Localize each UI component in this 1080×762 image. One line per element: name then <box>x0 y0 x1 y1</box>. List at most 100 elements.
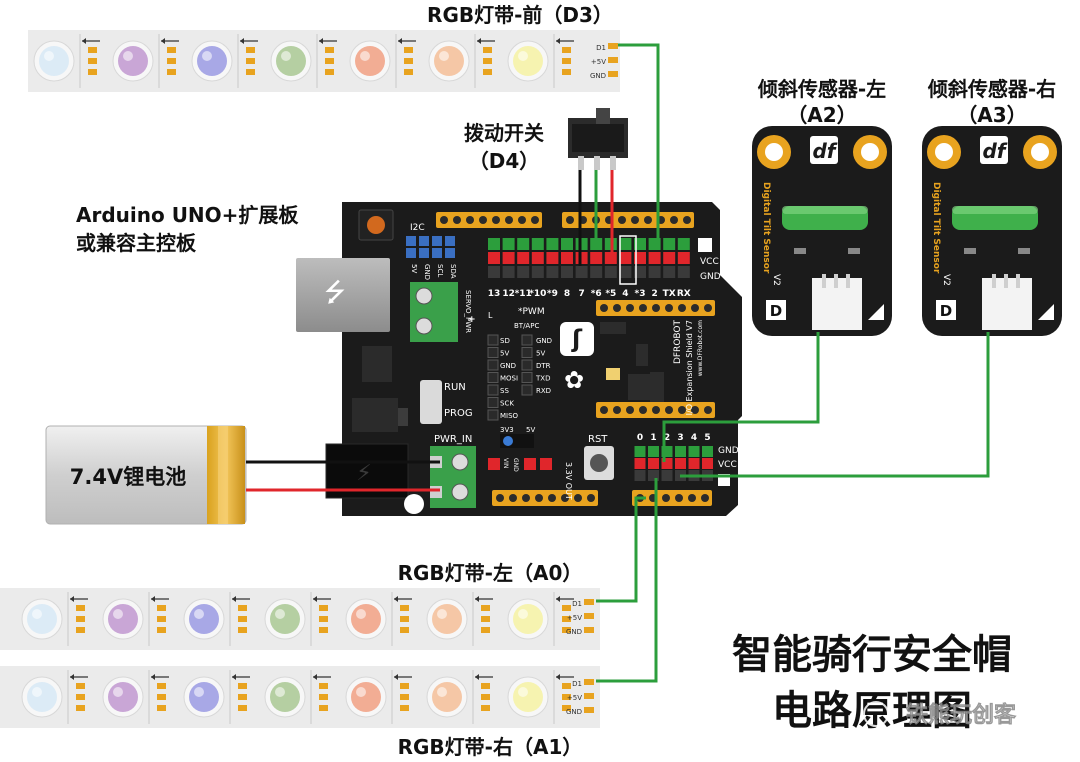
rail-vcc: VCC <box>700 257 719 267</box>
label-strip-left: RGB灯带-左（A0） <box>398 561 583 585</box>
analog-pin-label: 5 <box>704 433 710 443</box>
led-color <box>513 46 543 76</box>
analog-pin-label: 4 <box>691 433 697 443</box>
analog-pin-label: 2 <box>664 433 670 443</box>
brand-label: DFROBOT <box>673 320 683 365</box>
led-color <box>432 604 462 634</box>
i2c-pin-label: SCL <box>436 264 444 277</box>
led-color <box>27 682 57 712</box>
bt-pin-label: 5V <box>536 350 545 358</box>
bt-apc-label: BT/APC <box>514 322 539 330</box>
strip-pin-label: D1 <box>572 600 582 608</box>
3v3-label: 3V3 <box>500 426 514 434</box>
label-strip-front: RGB灯带-前（D3） <box>427 3 613 27</box>
i2c-pin-label: GND <box>423 264 431 280</box>
top-gold-header <box>436 212 694 228</box>
spi-pin-label: SD <box>500 337 510 345</box>
label-switch-2: （D4） <box>469 149 540 173</box>
analog-pin-label: 3 <box>677 433 683 443</box>
i2c-pin-label: SDA <box>449 264 457 279</box>
digital-pin-label: *3 <box>635 289 646 299</box>
rgb-strip-front: D1 +5V GND <box>28 30 620 92</box>
digital-pin-label: *9 <box>547 289 558 299</box>
digital-pin-label: 7 <box>578 289 584 299</box>
strip-pin-label: +5V <box>567 614 582 622</box>
title-line1: 智能骑行安全帽 <box>732 632 1012 678</box>
led-color <box>189 604 219 634</box>
bottom-gold-header <box>492 490 712 506</box>
strip-pin-label: D1 <box>572 680 582 688</box>
digital-pin-label: RX <box>677 289 691 299</box>
label-tilt-left-1: 倾斜传感器-左 <box>757 77 886 101</box>
pwm-label: *PWM <box>518 307 545 317</box>
sensor-side-text: Digital Tilt Sensor <box>761 182 771 274</box>
label-switch-1: 拨动开关 <box>464 121 544 145</box>
bt-pin-label: DTR <box>536 362 551 370</box>
prog-label: PROG <box>444 408 473 419</box>
bt-pin-label: TXD <box>535 375 550 383</box>
led-color <box>189 682 219 712</box>
run-label: RUN <box>444 382 466 393</box>
rail-vcc-a: VCC <box>718 460 737 470</box>
spi-pin-label: MISO <box>500 412 519 420</box>
analog-pin-label: 1 <box>650 433 656 443</box>
strip-pin-label: +5V <box>567 694 582 702</box>
digital-pin-label: TX <box>663 289 676 299</box>
spi-pin-label: MOSI <box>500 375 518 383</box>
digital-pin-label: 2 <box>651 289 657 299</box>
spi-pin-label: GND <box>500 362 516 370</box>
pwr-in-label: PWR_IN <box>434 434 472 445</box>
bt-pin-label: RXD <box>536 387 551 395</box>
battery <box>45 425 247 525</box>
digital-pin-label: 8 <box>564 289 570 299</box>
bt-pin-label: GND <box>536 337 552 345</box>
gnd-label: GND <box>512 458 519 472</box>
label-tilt-right-2: （A3） <box>957 103 1026 127</box>
led-color <box>513 604 543 634</box>
svg-text:⭍: ⭍ <box>324 278 346 308</box>
led-color <box>355 46 385 76</box>
i2c-label: I2C <box>410 223 425 233</box>
strip-pin-label: GND <box>590 72 606 80</box>
strip-pin-label: D1 <box>596 44 606 52</box>
digital-pin-label: *11 <box>515 289 532 299</box>
label-tilt-right-1: 倾斜传感器-右 <box>927 77 1056 101</box>
led-color <box>118 46 148 76</box>
analog-pin-label: 0 <box>637 433 643 443</box>
digital-pin-label: 12 <box>502 289 515 299</box>
sensor-logo: df <box>982 139 1007 163</box>
strip-pin-label: +5V <box>591 58 606 66</box>
out33-label: 3.3V OUT <box>564 462 573 500</box>
vin-label: VIN <box>502 458 509 468</box>
label-board-2: 或兼容主控板 <box>76 231 197 255</box>
label-strip-right: RGB灯带-右（A1） <box>398 735 583 759</box>
led-color <box>351 682 381 712</box>
digital-pin-label: *10 <box>529 289 546 299</box>
led-color <box>39 46 69 76</box>
digital-pin-label: 13 <box>488 289 501 299</box>
5v-label: 5V <box>526 426 535 434</box>
label-battery: 7.4V锂电池 <box>70 465 186 489</box>
wire-strip-left <box>596 496 646 603</box>
led-color <box>108 682 138 712</box>
rail-gnd-a: GND <box>718 446 739 456</box>
led-color <box>27 604 57 634</box>
label-board-1: Arduino UNO+扩展板 <box>76 203 299 227</box>
strip-pin-label: GND <box>566 628 582 636</box>
svg-text:ʃ: ʃ <box>571 325 583 353</box>
led-color <box>351 604 381 634</box>
led-color <box>108 604 138 634</box>
i2c-pin-label: 5V <box>410 264 418 273</box>
digital-pin-label: *5 <box>605 289 616 299</box>
wire-strip-front <box>618 43 660 242</box>
svg-text:+: + <box>468 315 476 325</box>
rail-gnd: GND <box>700 272 721 282</box>
shield-name-label: I/O Expansion Shield V7 <box>685 320 694 415</box>
led-color <box>270 682 300 712</box>
rst-label: RST <box>588 434 608 445</box>
svg-text:✿: ✿ <box>564 366 584 394</box>
